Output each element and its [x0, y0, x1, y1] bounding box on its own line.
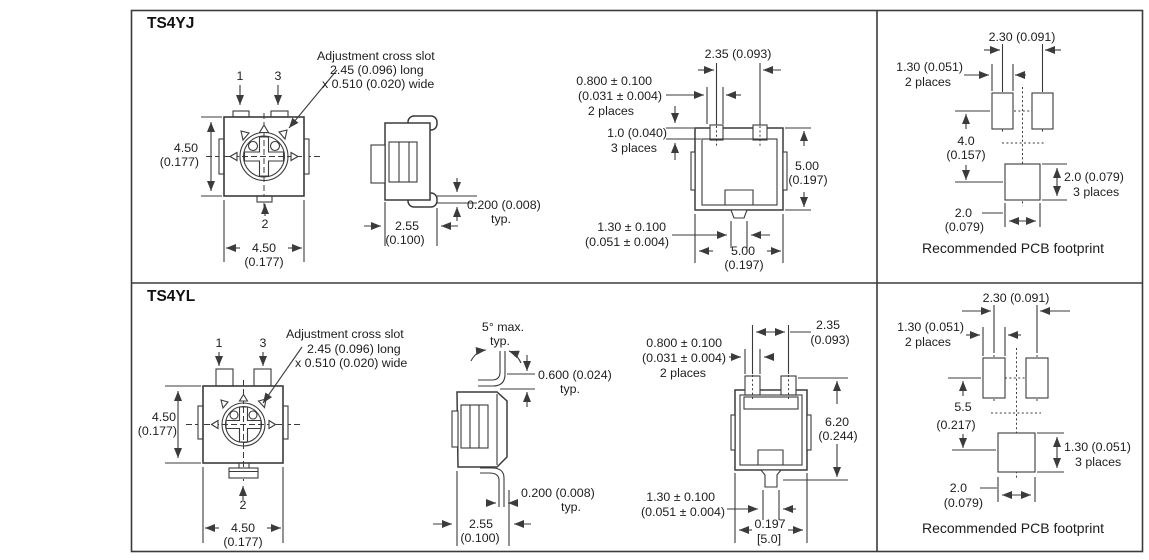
ts4yj-title: TS4YJ	[147, 15, 194, 32]
fp-caption: Recommended PCB footprint	[922, 240, 1104, 256]
fp-dim-pitch: 2.30 (0.091)	[983, 291, 1050, 305]
dim-pin-pitch: 2.35 (0.093)	[705, 47, 772, 61]
dim-depth-mm: 2.55	[469, 517, 493, 531]
dim-body-width-in: 0.197	[754, 517, 785, 531]
dim-width-in: (0.177)	[244, 255, 283, 269]
slot-note-line1: Adjustment cross slot	[317, 49, 435, 63]
fp-dim-pad-width: 1.30 (0.051)	[897, 320, 964, 334]
dim-body-height-in: (0.197)	[788, 173, 827, 187]
ts4yj-bottom-view: 2.35 (0.093) 0.800 ± 0.100 (0.031 ± 0.00…	[576, 47, 827, 272]
dim-height-mm: 4.50	[152, 410, 176, 424]
dim-standoff: 0.200 (0.008)	[467, 198, 541, 212]
ts4yj-pcb-footprint: 2.30 (0.091) 1.30 (0.051) 2 places 4.0 (…	[896, 30, 1124, 256]
fp-dim-row-in: (0.157)	[946, 148, 985, 162]
dim-pin-pitch-in: (0.093)	[810, 333, 849, 347]
dim-pin-pitch-mm: 2.35	[816, 318, 840, 332]
slot-leader-line	[288, 69, 338, 129]
pin3-label: 3	[260, 336, 267, 350]
dim-width-mm: 4.50	[252, 241, 276, 255]
ts4yl-pcb-footprint: 2.30 (0.091) 1.30 (0.051) 2 places 5.5 (…	[897, 291, 1131, 536]
dim-lead-height-typ: typ.	[560, 382, 580, 396]
pin1-label: 1	[237, 69, 244, 83]
dim-body-width-in: (0.197)	[724, 258, 763, 272]
ts4yl-bottom-view: 2.35 (0.093) 0.800 ± 0.100 (0.031 ± 0.00…	[641, 318, 858, 546]
dim-depth-in: (0.100)	[460, 531, 499, 545]
dim-pin2-width-mm: 1.30 ± 0.100	[597, 220, 666, 234]
dim-body-height-mm: 6.20	[825, 415, 849, 429]
fp-dim-pad-height: 2.0 (0.079)	[1064, 170, 1124, 184]
slot-note-line3: x 0.510 (0.020) wide	[295, 356, 407, 370]
dim-depth-in: (0.100)	[385, 233, 424, 247]
tilt-arc-arrow-left	[470, 347, 487, 362]
dim-pin-width-in: (0.031 ± 0.004)	[642, 351, 726, 365]
dim-body-width-mm: 5.00	[731, 244, 755, 258]
dim-lead-thickness-typ: typ.	[561, 500, 581, 514]
dim-depth-mm: 2.55	[395, 219, 419, 233]
fp-dim-row-mm: 5.5	[954, 400, 971, 414]
dim-pin2-width-in: (0.051 ± 0.004)	[585, 235, 669, 249]
fp-dim-pitch: 2.30 (0.091)	[989, 30, 1056, 44]
dim-pin-width-places: 2 places	[588, 104, 634, 118]
dim-lead-angle-typ: typ.	[490, 334, 510, 348]
dim-pin2-width-mm: 1.30 ± 0.100	[646, 490, 715, 504]
fp-dim-pad-width-places: 2 places	[905, 335, 951, 349]
dim-height-mm: 4.50	[174, 141, 198, 155]
ts4yl-section: TS4YL 1 3	[138, 288, 1131, 549]
dim-body-width-mm: [5.0]	[757, 532, 781, 546]
fp-dim-pad2-mm: 2.0	[950, 481, 967, 495]
dim-pin2-width-in: (0.051 ± 0.004)	[641, 505, 725, 519]
fp-dim-pad2-in: (0.079)	[945, 220, 984, 234]
dim-height-in: (0.177)	[160, 155, 199, 169]
fp-caption: Recommended PCB footprint	[922, 520, 1104, 536]
slot-note-line2: 2.45 (0.096) long	[330, 63, 424, 77]
fp-dim-row-mm: 4.0	[957, 134, 974, 148]
pin2-label: 2	[262, 217, 269, 231]
dim-pin-width-mm: 0.800 ± 0.100	[576, 74, 652, 88]
pin1-label: 1	[216, 336, 223, 350]
ts4yj-top-view: 1 3 2 4.50 (0.177) 4.50 (0.177) Adjustme…	[160, 49, 436, 269]
fp-dim-pad2-in: (0.079)	[944, 496, 983, 510]
slot-note-line3: x 0.510 (0.020) wide	[322, 77, 434, 91]
dim-wall-places: 3 places	[611, 141, 657, 155]
ts4yj-section: TS4YJ 1 3 2	[147, 15, 1124, 272]
slot-note-line2: 2.45 (0.096) long	[307, 342, 401, 356]
tilt-arc-arrow-right	[508, 350, 522, 364]
dim-height-in: (0.177)	[138, 424, 177, 438]
pin2-label: 2	[240, 498, 247, 512]
dim-width-mm: 4.50	[231, 521, 255, 535]
dim-lead-height: 0.600 (0.024)	[538, 368, 612, 382]
fp-dim-pad-height-places: 3 places	[1075, 455, 1121, 469]
fp-dim-pad2-mm: 2.0	[955, 206, 972, 220]
slot-note-line1: Adjustment cross slot	[286, 327, 404, 341]
dim-wall: 1.0 (0.040)	[607, 126, 667, 140]
ts4yl-side-view: 5° max. typ. 0.600 (0.024) typ. 0.200 (0…	[433, 320, 612, 546]
ts4yl-top-view: 1 3 2 4.50 (0.177) 4.50 (0.177) Adjustme…	[138, 327, 408, 549]
slot-leader-line	[262, 346, 303, 404]
dim-pin-width-mm: 0.800 ± 0.100	[646, 336, 722, 350]
fp-dim-row-in: (0.217)	[936, 418, 975, 432]
fp-dim-pad-height-places: 3 places	[1073, 185, 1119, 199]
pin3-label: 3	[275, 69, 282, 83]
dim-pin-width-in: (0.031 ± 0.004)	[578, 89, 662, 103]
ts4yj-side-view: 2.55 (0.100) 0.200 (0.008) typ.	[364, 115, 541, 247]
dim-body-height-mm: 5.00	[795, 159, 819, 173]
ts4yl-title: TS4YL	[147, 288, 195, 305]
fp-dim-pad-width-places: 2 places	[905, 75, 951, 89]
fp-dim-pad-width: 1.30 (0.051)	[896, 60, 963, 74]
dim-standoff-typ: typ.	[491, 212, 511, 226]
table-frame	[130, 9, 1144, 553]
fp-dim-pad-height: 1.30 (0.051)	[1064, 440, 1131, 454]
dim-pin-width-places: 2 places	[660, 366, 706, 380]
dim-body-height-in: (0.244)	[818, 429, 857, 443]
dim-lead-angle: 5° max.	[482, 320, 524, 334]
dim-width-in: (0.177)	[223, 535, 262, 549]
dim-lead-thickness: 0.200 (0.008)	[521, 486, 595, 500]
